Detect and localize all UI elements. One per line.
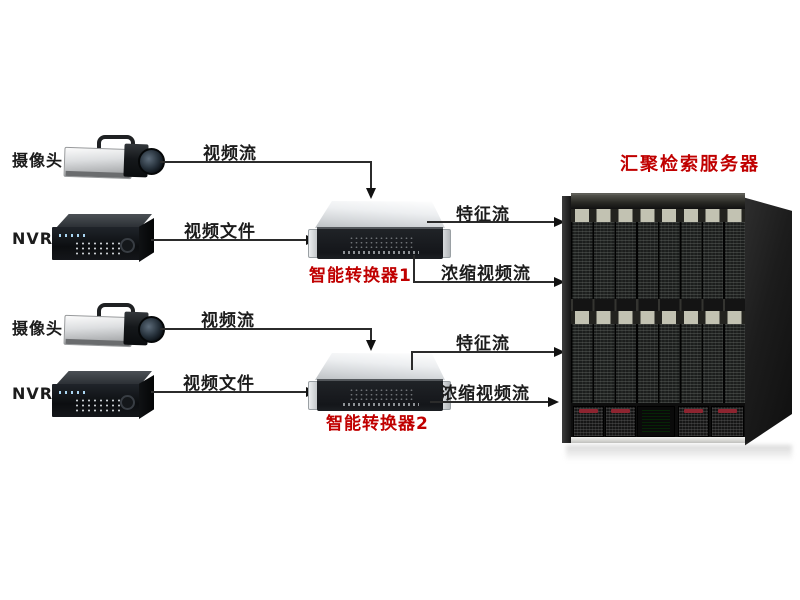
converter-front-icon <box>317 379 443 411</box>
nvr-1-label: NVR <box>12 229 54 248</box>
video-file-2-line <box>151 391 308 393</box>
nvr-side-icon <box>139 375 154 419</box>
nvr-leds-icon <box>59 234 85 237</box>
arrowhead-right-icon <box>548 397 559 407</box>
blade-latches-icon <box>571 209 745 222</box>
camera-1-icon <box>63 135 166 183</box>
condensed-stream-2-label: 浓缩视频流 <box>440 384 530 404</box>
arrowhead-right-icon <box>554 217 565 227</box>
condensed-stream-1-elbow <box>413 255 415 282</box>
converter-1-label: 智能转换器1 <box>309 266 412 286</box>
condensed-stream-2-line <box>430 401 549 403</box>
video-stream-2-elbow <box>370 328 372 341</box>
arrowhead-down-icon <box>366 340 376 351</box>
video-file-1-line <box>151 239 308 241</box>
camera-body-icon <box>63 146 133 180</box>
feature-stream-2-elbow <box>411 352 413 370</box>
nvr-top-icon <box>55 371 152 385</box>
feature-stream-1-label: 特征流 <box>456 205 510 225</box>
server-top-bezel-icon <box>571 193 745 209</box>
lcd-screen-icon <box>642 410 670 433</box>
nvr-1-icon <box>52 214 156 262</box>
camera-1-label: 摄像头 <box>12 151 64 170</box>
fan-module-icon <box>573 406 604 437</box>
vent-grid-icon <box>349 388 413 401</box>
server-divider-icon <box>571 299 745 311</box>
feature-stream-2-line <box>411 351 556 353</box>
converter-2-label: 智能转换器2 <box>326 414 429 434</box>
server-icon <box>556 186 800 480</box>
server-side-panel-icon <box>745 197 792 446</box>
video-file-1-label: 视频文件 <box>184 222 256 242</box>
video-stream-2-line <box>160 328 372 330</box>
video-stream-1-line <box>160 161 372 163</box>
led-row-icon <box>343 251 419 254</box>
camera-2-label: 摄像头 <box>12 319 64 338</box>
video-stream-2-label: 视频流 <box>201 311 255 331</box>
fan-module-icon <box>678 406 709 437</box>
fan-module-icon <box>711 406 744 437</box>
converter-lid-icon <box>315 353 445 380</box>
nvr-side-icon <box>139 218 154 262</box>
video-stream-1-label: 视频流 <box>203 144 257 164</box>
nvr-buttons-icon <box>74 398 120 412</box>
converter-2-icon <box>302 348 458 416</box>
blade-slots-icon <box>571 324 745 403</box>
blade-row-1-icon <box>571 209 745 299</box>
nvr-dial-icon <box>120 238 135 253</box>
video-stream-1-elbow <box>370 161 372 189</box>
arrowhead-down-icon <box>366 188 376 199</box>
led-row-icon <box>343 403 419 406</box>
vent-grid-icon <box>349 236 413 249</box>
camera-body-icon <box>63 314 133 348</box>
nvr-leds-icon <box>59 391 85 394</box>
server-base-strip-icon <box>571 437 745 443</box>
arrowhead-right-icon <box>554 277 565 287</box>
blade-row-2-icon <box>571 311 745 403</box>
converter-1-icon <box>302 196 458 264</box>
nvr-top-icon <box>55 214 152 228</box>
nvr-buttons-icon <box>74 241 120 255</box>
condensed-stream-1-line <box>413 281 556 283</box>
server-psu-bay-icon <box>571 403 745 437</box>
condensed-stream-1-label: 浓缩视频流 <box>441 264 531 284</box>
server-label: 汇聚检索服务器 <box>620 154 760 175</box>
feature-stream-2-label: 特征流 <box>456 334 510 354</box>
nvr-2-label: NVR <box>12 384 54 403</box>
video-file-2-label: 视频文件 <box>183 374 255 394</box>
nvr-dial-icon <box>120 395 135 410</box>
camera-2-icon <box>63 303 166 351</box>
lcd-display-icon <box>637 406 675 437</box>
nvr-2-icon <box>52 371 156 419</box>
server-reflection-icon <box>566 445 792 461</box>
server-left-rail-icon <box>562 196 571 443</box>
converter-front-icon <box>317 227 443 259</box>
feature-stream-1-line <box>427 221 556 223</box>
fan-module-icon <box>605 406 636 437</box>
blade-latches-icon <box>571 311 745 324</box>
blade-slots-icon <box>571 222 745 299</box>
arrowhead-right-icon <box>554 347 565 357</box>
converter-lid-icon <box>315 201 445 228</box>
server-front-icon <box>571 193 745 443</box>
